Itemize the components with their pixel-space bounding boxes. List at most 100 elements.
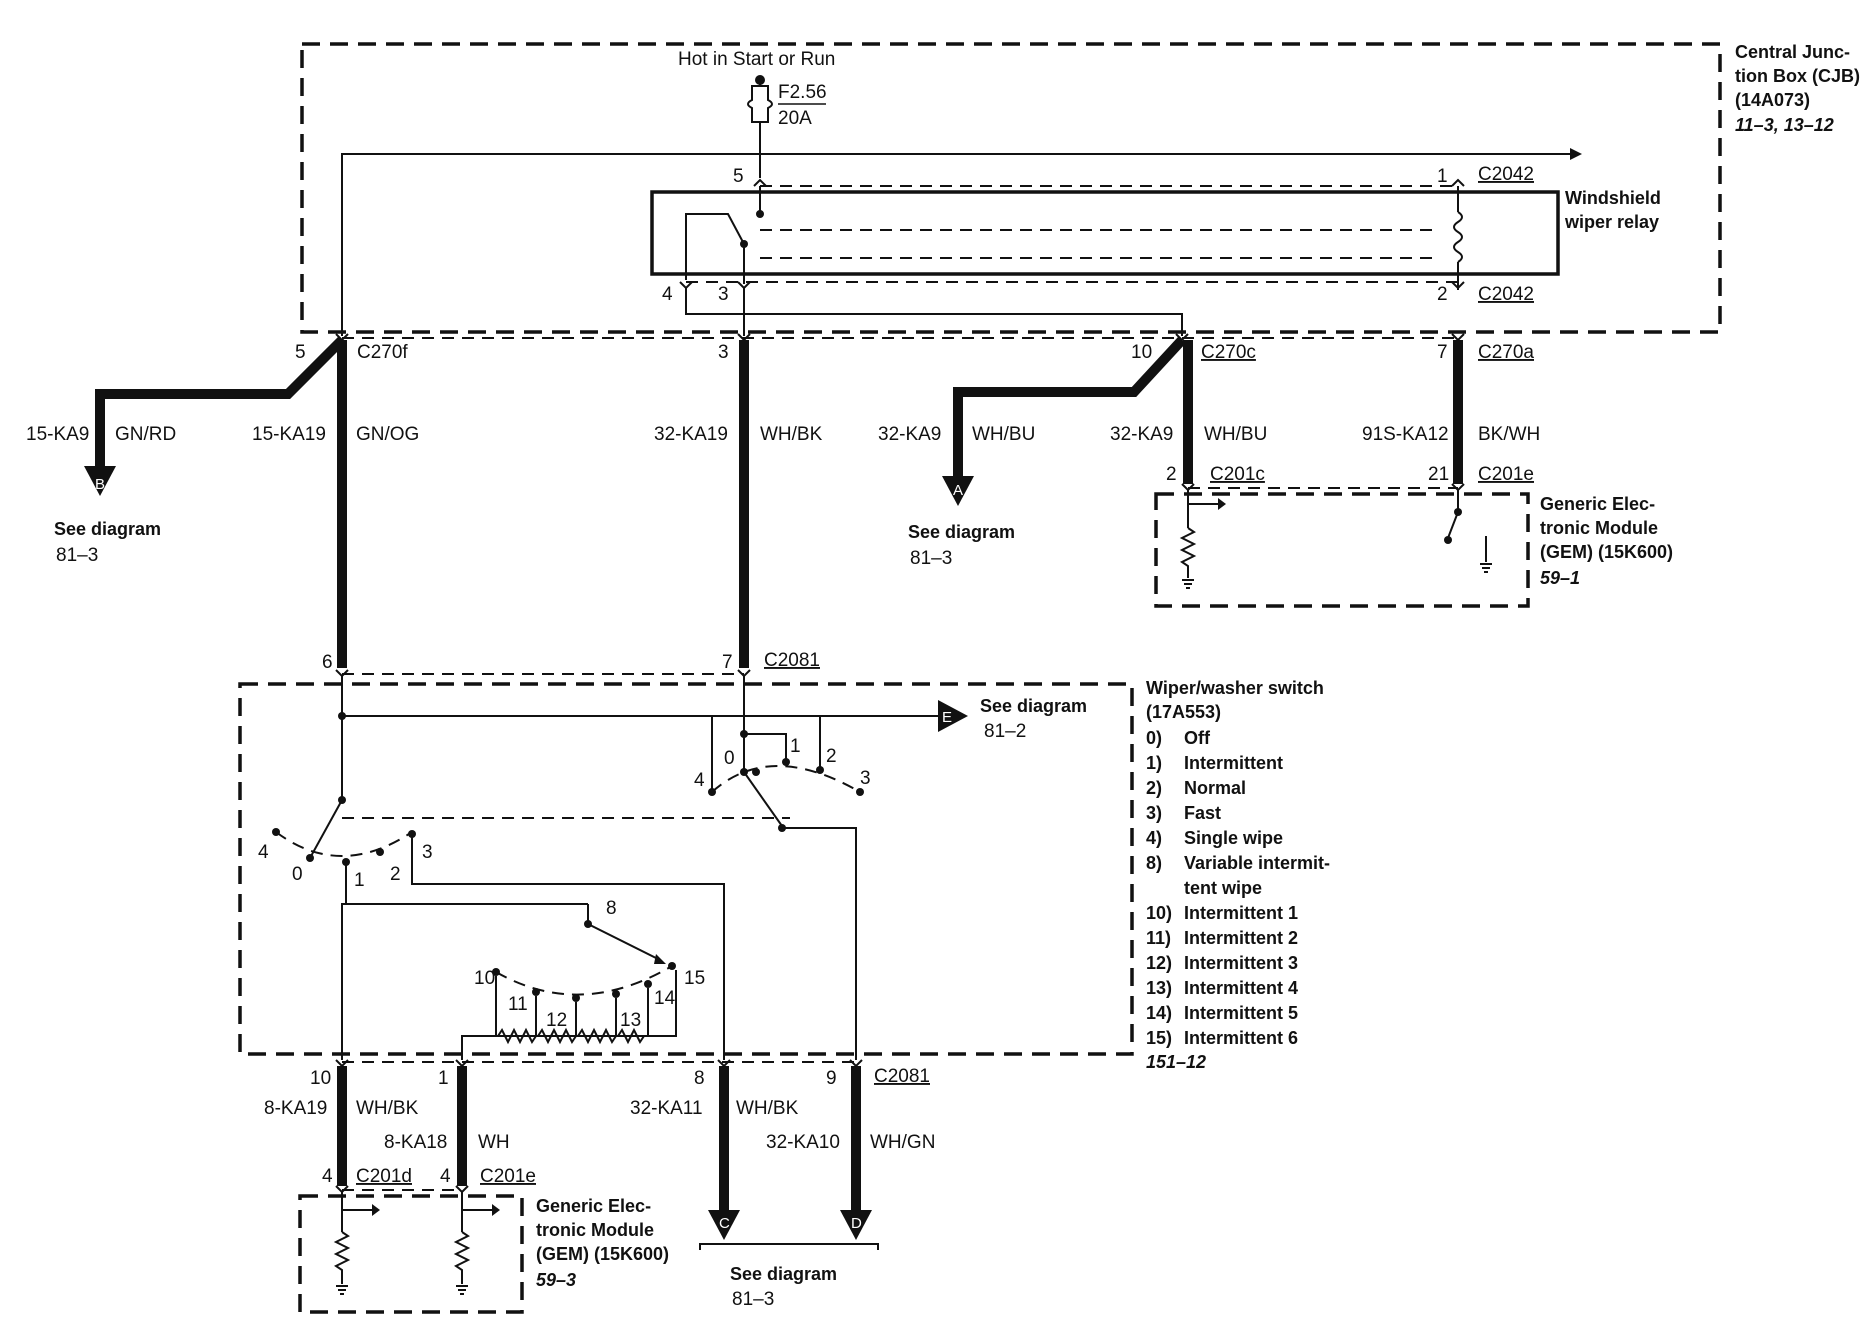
gem-bottom-title-1: Generic Elec- bbox=[536, 1196, 651, 1216]
switch-position-number: 14) bbox=[1146, 1003, 1172, 1023]
resistor-icon bbox=[1179, 527, 1197, 578]
gem-module-top: 2 C201c 21 C201e Generic Elec- tronic Mo… bbox=[1154, 464, 1673, 608]
wire-32-ka9-color-gem: WH/BU bbox=[1204, 424, 1267, 445]
central-junction-box: Central Junc- tion Box (CJB) (14A073) 11… bbox=[300, 42, 1860, 336]
fuse-rating: 20A bbox=[778, 108, 812, 129]
ref-b-arrow-icon bbox=[84, 466, 116, 496]
connector-mark-icon bbox=[455, 1185, 469, 1194]
wire-15-ka19-color: GN/OG bbox=[356, 424, 419, 445]
ref-d-letter: D bbox=[851, 1215, 862, 1232]
gem-bottom-boundary bbox=[298, 1194, 524, 1314]
switch-position-legend: 0)Off1)Intermittent2)Normal3)Fast4)Singl… bbox=[1146, 728, 1330, 1048]
wire-15-ka19-circuit: 15-KA19 bbox=[252, 424, 326, 445]
ref-d-arrow-icon bbox=[840, 1210, 872, 1240]
ref-e-letter: E bbox=[942, 709, 952, 726]
switch-position-number: 15) bbox=[1146, 1028, 1172, 1048]
left-sw-pos-4: 4 bbox=[258, 842, 269, 863]
windshield-wiper-relay bbox=[650, 190, 1560, 276]
switch-position-label: tent wipe bbox=[1184, 878, 1262, 898]
switch-position-label: Intermittent bbox=[1184, 753, 1283, 773]
wire-8-ka19-color: WH/BK bbox=[356, 1098, 419, 1119]
ref-cd-num: 81–3 bbox=[732, 1289, 774, 1310]
switch-ref: 151–12 bbox=[1146, 1052, 1206, 1072]
relay-title-1: Windshield bbox=[1565, 188, 1661, 208]
gem-top-boundary bbox=[1154, 492, 1530, 608]
cjb-boundary bbox=[300, 42, 1722, 334]
ref-b-letter: B bbox=[95, 476, 105, 493]
right-sw-pos-0: 0 bbox=[724, 748, 735, 769]
gem-bottom-ref: 59–3 bbox=[536, 1270, 576, 1290]
cjb-pin-1: 1 bbox=[1437, 166, 1448, 187]
bottom-pin-8: 8 bbox=[694, 1068, 705, 1089]
ref-cd-bracket bbox=[699, 1243, 879, 1250]
ref-c-letter: C bbox=[719, 1215, 730, 1232]
fuse-f2-56 bbox=[747, 85, 773, 123]
connector-c2081-bottom: C2081 bbox=[874, 1066, 930, 1087]
ref-e-arrow-icon bbox=[938, 700, 968, 732]
var-sw-pos-10: 10 bbox=[474, 968, 495, 989]
wire-8-ka18-color: WH bbox=[478, 1132, 510, 1153]
switch-position-number: 10) bbox=[1146, 903, 1172, 923]
cjb-pin-3: 3 bbox=[718, 284, 729, 305]
wire-32-ka11-circuit: 32-KA11 bbox=[630, 1098, 703, 1119]
c2081-pin-6: 6 bbox=[322, 652, 333, 673]
switch-position-number: 1) bbox=[1146, 753, 1162, 773]
gem-bottom-title-3: (GEM) (15K600) bbox=[536, 1244, 669, 1264]
left-sw-pos-1: 1 bbox=[354, 870, 365, 891]
wire-32-ka19-color: WH/BK bbox=[760, 424, 823, 445]
switch-position-number: 3) bbox=[1146, 803, 1162, 823]
gem-top-ref: 59–1 bbox=[1540, 568, 1580, 588]
ref-b-num: 81–3 bbox=[56, 545, 98, 566]
wire-8-ka18-circuit: 8-KA18 bbox=[384, 1132, 447, 1153]
var-sw-pos-11: 11 bbox=[508, 994, 528, 1015]
var-sw-pos-8: 8 bbox=[606, 898, 617, 919]
bus-arrow-right-icon bbox=[1570, 148, 1582, 160]
wire-91s-ka12-color: BK/WH bbox=[1478, 424, 1540, 445]
gem-top-pin-21: 21 bbox=[1428, 464, 1449, 485]
gem-top-title-3: (GEM) (15K600) bbox=[1540, 542, 1673, 562]
gem-bottom-title-2: tronic Module bbox=[536, 1220, 654, 1240]
switch-position-label: Intermittent 4 bbox=[1184, 978, 1298, 998]
wire-32-ka9-color-a: WH/BU bbox=[972, 424, 1035, 445]
switch-position-label: Intermittent 1 bbox=[1184, 903, 1298, 923]
gem-top-title-2: tronic Module bbox=[1540, 518, 1658, 538]
switch-position-number: 2) bbox=[1146, 778, 1162, 798]
cjb-pin-4: 4 bbox=[662, 284, 673, 305]
connector-c270f: C270f bbox=[357, 342, 408, 363]
switch-position-label: Normal bbox=[1184, 778, 1246, 798]
bottom-pin-9: 9 bbox=[826, 1068, 837, 1089]
connector-c201c: C201c bbox=[1210, 464, 1265, 485]
wire-32-ka11-color: WH/BK bbox=[736, 1098, 799, 1119]
harness-wires-top: B 15-KA9 GN/RD See diagram 81–3 15-KA19 … bbox=[26, 336, 1540, 668]
wire-32-ka10-color: WH/GN bbox=[870, 1132, 935, 1153]
wire-32-ka10-circuit: 32-KA10 bbox=[766, 1132, 840, 1153]
gem-bottom-pin-4b: 4 bbox=[440, 1166, 451, 1187]
connector-c270a: C270a bbox=[1478, 342, 1534, 363]
wiper-washer-switch: 6 7 C2081 Wiper/washer switch (17A553) 0… bbox=[238, 650, 1330, 1072]
switch-position-label: Off bbox=[1184, 728, 1211, 748]
connector-c2042-bottom: C2042 bbox=[1478, 284, 1534, 305]
wire-8-ka19-circuit: 8-KA19 bbox=[264, 1098, 327, 1119]
c270a-pin-7: 7 bbox=[1437, 342, 1448, 363]
wire-32-ka9-circuit-gem: 32-KA9 bbox=[1110, 424, 1173, 445]
right-sw-pos-2: 2 bbox=[826, 746, 837, 767]
var-sw-pos-14: 14 bbox=[654, 988, 676, 1009]
wire-91s-ka12-circuit: 91S-KA12 bbox=[1362, 424, 1449, 445]
switch-position-number: 13) bbox=[1146, 978, 1172, 998]
cjb-title-3: (14A073) bbox=[1735, 90, 1810, 110]
wire-15-ka9-color: GN/RD bbox=[115, 424, 176, 445]
cjb-pin-2: 2 bbox=[1437, 284, 1448, 305]
cjb-ref: 11–3, 13–12 bbox=[1735, 115, 1834, 135]
connector-mark-icon bbox=[753, 178, 767, 187]
left-sw-pos-2: 2 bbox=[390, 864, 401, 885]
harness-connectors: 5 C270f 3 10 C270c 7 C270a bbox=[295, 333, 1534, 363]
ref-b-see: See diagram bbox=[54, 519, 161, 539]
switch-position-number: 0) bbox=[1146, 728, 1162, 748]
switch-boundary bbox=[238, 682, 1134, 1056]
cjb-pin-5: 5 bbox=[733, 166, 744, 187]
cjb-title-1: Central Junc- bbox=[1735, 42, 1850, 62]
wire-15-ka9-circuit: 15-KA9 bbox=[26, 424, 89, 445]
right-sw-pos-1: 1 bbox=[790, 736, 801, 757]
ref-c-arrow-icon bbox=[708, 1210, 740, 1240]
